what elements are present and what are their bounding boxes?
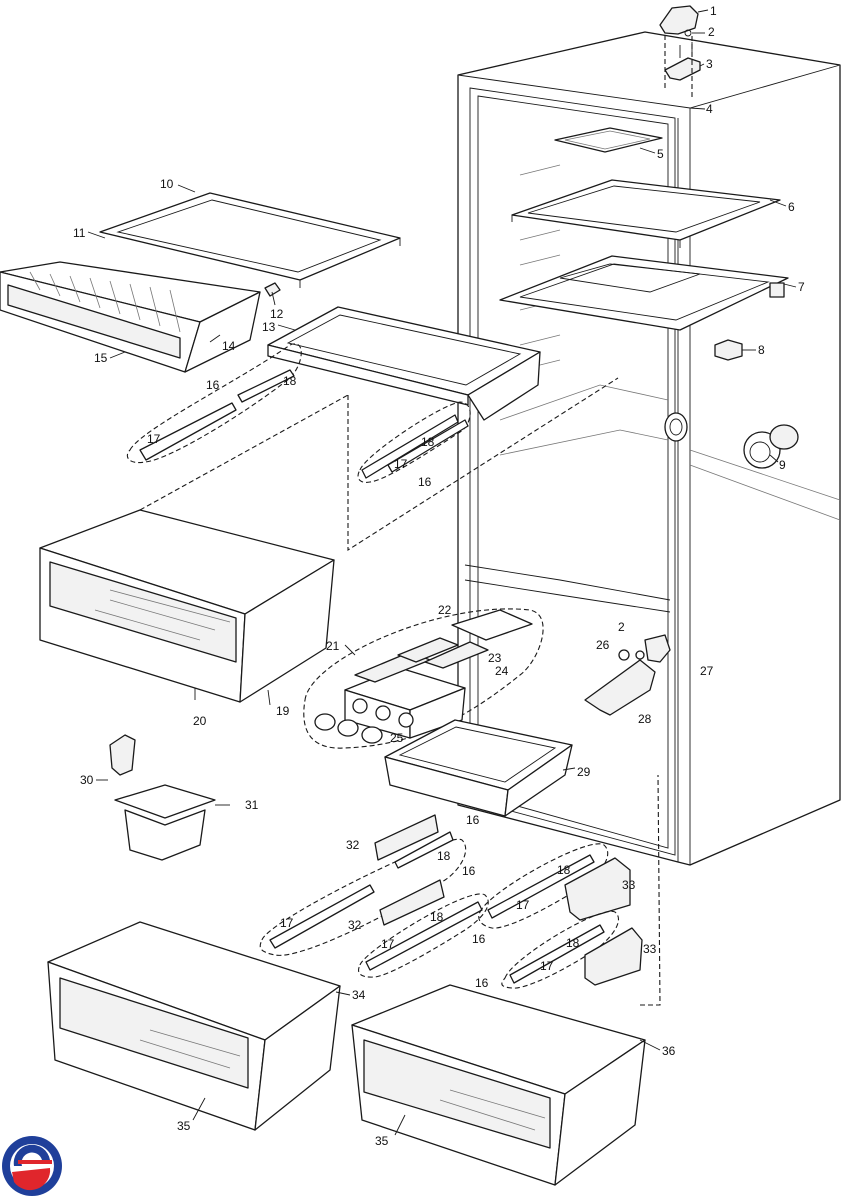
callout-c35b: 35 xyxy=(375,1134,389,1148)
callout-c18e: 18 xyxy=(430,910,444,924)
callout-c20: 20 xyxy=(193,714,207,728)
callout-c9: 9 xyxy=(779,458,786,472)
callout-c8: 8 xyxy=(758,343,765,357)
callout-c10: 10 xyxy=(160,177,174,191)
callout-c17e: 17 xyxy=(381,937,395,951)
callout-c29: 29 xyxy=(577,765,591,779)
callout-c16a: 16 xyxy=(206,378,220,392)
callout-c12: 12 xyxy=(270,307,284,321)
callout-c16f: 16 xyxy=(475,976,489,990)
callout-c35a: 35 xyxy=(177,1119,191,1133)
callout-c33b: 33 xyxy=(643,942,657,956)
callout-c23: 23 xyxy=(488,651,502,665)
leader-lines xyxy=(87,9,797,1136)
callout-c27: 27 xyxy=(700,664,714,678)
callout-c17b: 17 xyxy=(394,457,408,471)
brand-logo-icon xyxy=(2,1136,62,1196)
callout-c16b: 16 xyxy=(418,475,432,489)
ice-maker-assembly xyxy=(303,608,544,749)
top-hinge-assembly xyxy=(659,5,701,100)
rail-assembly-left xyxy=(126,343,302,464)
drawer-ribs xyxy=(29,271,181,333)
crisper-drawer-20 xyxy=(39,509,335,703)
callout-c17f: 17 xyxy=(540,959,554,973)
callout-c7: 7 xyxy=(798,280,805,294)
rail-assembly-lower-middle xyxy=(358,879,489,978)
callout-c30: 30 xyxy=(80,773,94,787)
callout-c18b: 18 xyxy=(421,435,435,449)
callout-c25: 25 xyxy=(390,731,404,745)
freezer-shelf-10 xyxy=(99,192,401,288)
glass-shelf-6 xyxy=(511,179,781,248)
rail-assembly-lower-left xyxy=(259,814,467,956)
egg-holder-30 xyxy=(109,734,136,776)
freezer-tray-29 xyxy=(384,719,573,817)
callout-c14: 14 xyxy=(222,339,236,353)
callout-c19: 19 xyxy=(276,704,290,718)
rail-assembly-center xyxy=(357,401,471,483)
callout-c16d: 16 xyxy=(462,864,476,878)
freezer-drawer-15 xyxy=(0,261,281,373)
callout-c5: 5 xyxy=(657,147,664,161)
callout-c6: 6 xyxy=(788,200,795,214)
callout-c13: 13 xyxy=(262,320,276,334)
callout-c17d: 17 xyxy=(280,916,294,930)
callout-c32b: 32 xyxy=(348,918,362,932)
callout-c28: 28 xyxy=(638,712,652,726)
callout-c18c: 18 xyxy=(437,849,451,863)
callout-c1: 1 xyxy=(710,4,717,18)
middle-hinge-parts xyxy=(584,634,671,716)
rail-assembly-lower-right-b xyxy=(501,910,643,989)
cup-31 xyxy=(114,784,216,861)
callout-c34: 34 xyxy=(352,988,366,1002)
callout-c16c: 16 xyxy=(466,813,480,827)
callout-c18a: 18 xyxy=(283,374,297,388)
vegetable-drawer-right-35 xyxy=(351,984,646,1186)
callout-c11: 11 xyxy=(73,226,86,240)
callout-c18f: 18 xyxy=(566,936,580,950)
callout-c17a: 17 xyxy=(147,432,161,446)
lamp-cover-9 xyxy=(743,424,799,469)
callout-c26: 26 xyxy=(596,638,610,652)
callout-c33a: 33 xyxy=(622,878,636,892)
callout-c2: 2 xyxy=(708,25,715,39)
small-shelf-5 xyxy=(554,127,663,153)
callout-c2b: 2 xyxy=(618,620,625,634)
callout-c18d: 18 xyxy=(557,863,571,877)
callout-c3: 3 xyxy=(706,57,713,71)
rail-assembly-lower-right-a xyxy=(478,843,631,929)
glass-shelf-7 xyxy=(499,255,789,331)
callout-c32a: 32 xyxy=(346,838,360,852)
callout-c22: 22 xyxy=(438,603,452,617)
callout-c24: 24 xyxy=(495,664,509,678)
refrigerator-cabinet xyxy=(457,31,841,866)
callout-c17c: 17 xyxy=(516,898,530,912)
vegetable-drawer-left-35 xyxy=(47,921,341,1131)
clip-8 xyxy=(714,339,743,361)
callout-c21: 21 xyxy=(326,639,340,653)
callout-c31: 31 xyxy=(245,798,259,812)
callout-c15: 15 xyxy=(94,351,108,365)
crisper-cover-13 xyxy=(267,306,541,421)
callout-c16e: 16 xyxy=(472,932,486,946)
callout-c36: 36 xyxy=(662,1044,676,1058)
callout-c4: 4 xyxy=(706,102,713,116)
